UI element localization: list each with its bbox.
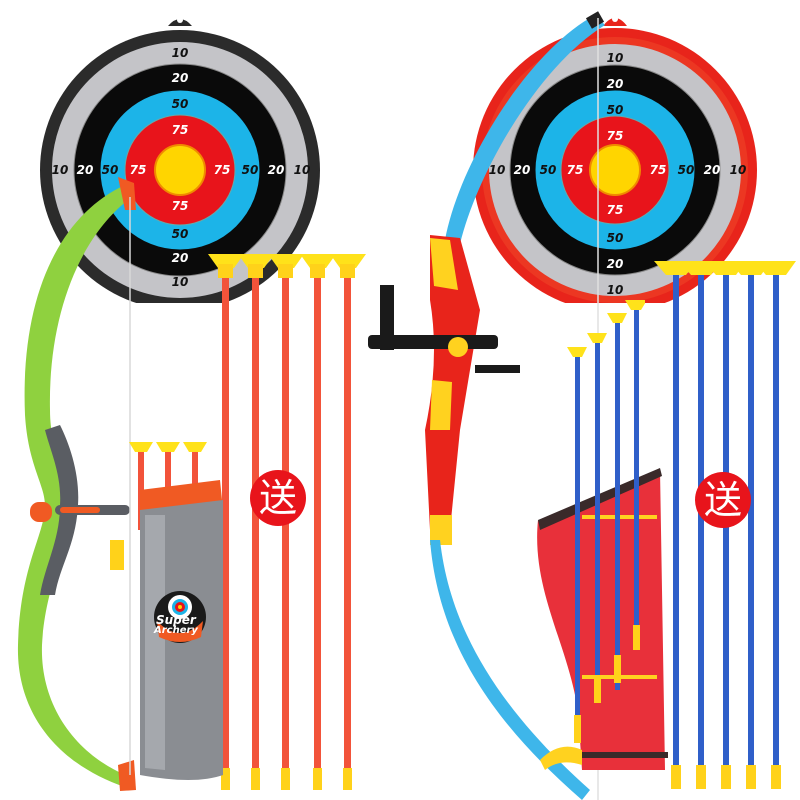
ring-label-20-right: 20 xyxy=(267,163,285,177)
ring-label-75-bottom: 75 xyxy=(171,199,189,213)
ring-label-50-bottom: 50 xyxy=(606,231,624,245)
target-logo-icon xyxy=(154,591,206,643)
blue-arrow xyxy=(654,261,696,789)
right-gift-badge: 送 xyxy=(695,472,751,528)
blue-arrow xyxy=(607,313,627,690)
blue-arrow xyxy=(567,347,587,743)
ring-label-10-bottom: 10 xyxy=(606,283,624,297)
ring-label-75-right: 75 xyxy=(213,163,231,177)
blue-arrow xyxy=(587,333,607,703)
ring-label-10-bottom: 10 xyxy=(171,275,189,289)
red-arrow xyxy=(238,254,274,790)
ring-label-10-right: 10 xyxy=(729,163,747,177)
red-arrow xyxy=(208,254,244,790)
right-target: 10 20 50 75 75 50 20 10 10 20 50 75 75 5… xyxy=(470,8,760,312)
ring-label-50-top: 50 xyxy=(171,97,189,111)
ring-label-75-top: 75 xyxy=(171,123,189,137)
ring-label-50-left: 50 xyxy=(101,163,119,177)
left-target: 10 20 50 75 75 50 20 10 10 20 50 75 75 5… xyxy=(40,8,320,310)
ring-label-10-left: 10 xyxy=(488,163,506,177)
ring-label-75-top: 75 xyxy=(606,129,624,143)
logo-text-super: Super xyxy=(156,613,196,627)
ring-label-10-top: 10 xyxy=(171,46,189,60)
ring-label-75-right: 75 xyxy=(649,163,667,177)
ring-label-20-bottom: 20 xyxy=(606,257,624,271)
ring-label-10-left: 10 xyxy=(51,163,69,177)
right-quiver-arrows xyxy=(567,300,645,743)
right-target-graphic xyxy=(473,16,757,312)
red-arrow xyxy=(330,254,366,790)
ring-label-50-right: 50 xyxy=(677,163,695,177)
ring-label-10-right: 10 xyxy=(293,163,311,177)
ring-label-20-bottom: 20 xyxy=(171,251,189,265)
right-bow xyxy=(368,11,605,800)
ring-label-20-top: 20 xyxy=(171,71,189,85)
ring-label-10-top: 10 xyxy=(606,51,624,65)
ring-label-20-top: 20 xyxy=(606,77,624,91)
left-gift-badge: 送 xyxy=(250,470,306,526)
red-arrow xyxy=(300,254,336,790)
ring-label-75-bottom: 75 xyxy=(606,203,624,217)
ring-label-50-left: 50 xyxy=(539,163,557,177)
ring-label-50-top: 50 xyxy=(606,103,624,117)
left-bow xyxy=(17,177,136,791)
ring-label-75-left: 75 xyxy=(129,163,147,177)
ring-label-20-left: 20 xyxy=(513,163,531,177)
ring-label-20-left: 20 xyxy=(76,163,94,177)
logo-text-archery: Archery xyxy=(154,625,198,636)
blue-arrow xyxy=(625,300,645,650)
blue-arrow xyxy=(754,261,796,789)
super-archery-logo: Super Archery xyxy=(145,585,215,645)
ring-label-20-right: 20 xyxy=(703,163,721,177)
ring-label-50-bottom: 50 xyxy=(171,227,189,241)
ring-label-50-right: 50 xyxy=(241,163,259,177)
ring-label-75-left: 75 xyxy=(566,163,584,177)
left-target-graphic xyxy=(40,17,320,310)
